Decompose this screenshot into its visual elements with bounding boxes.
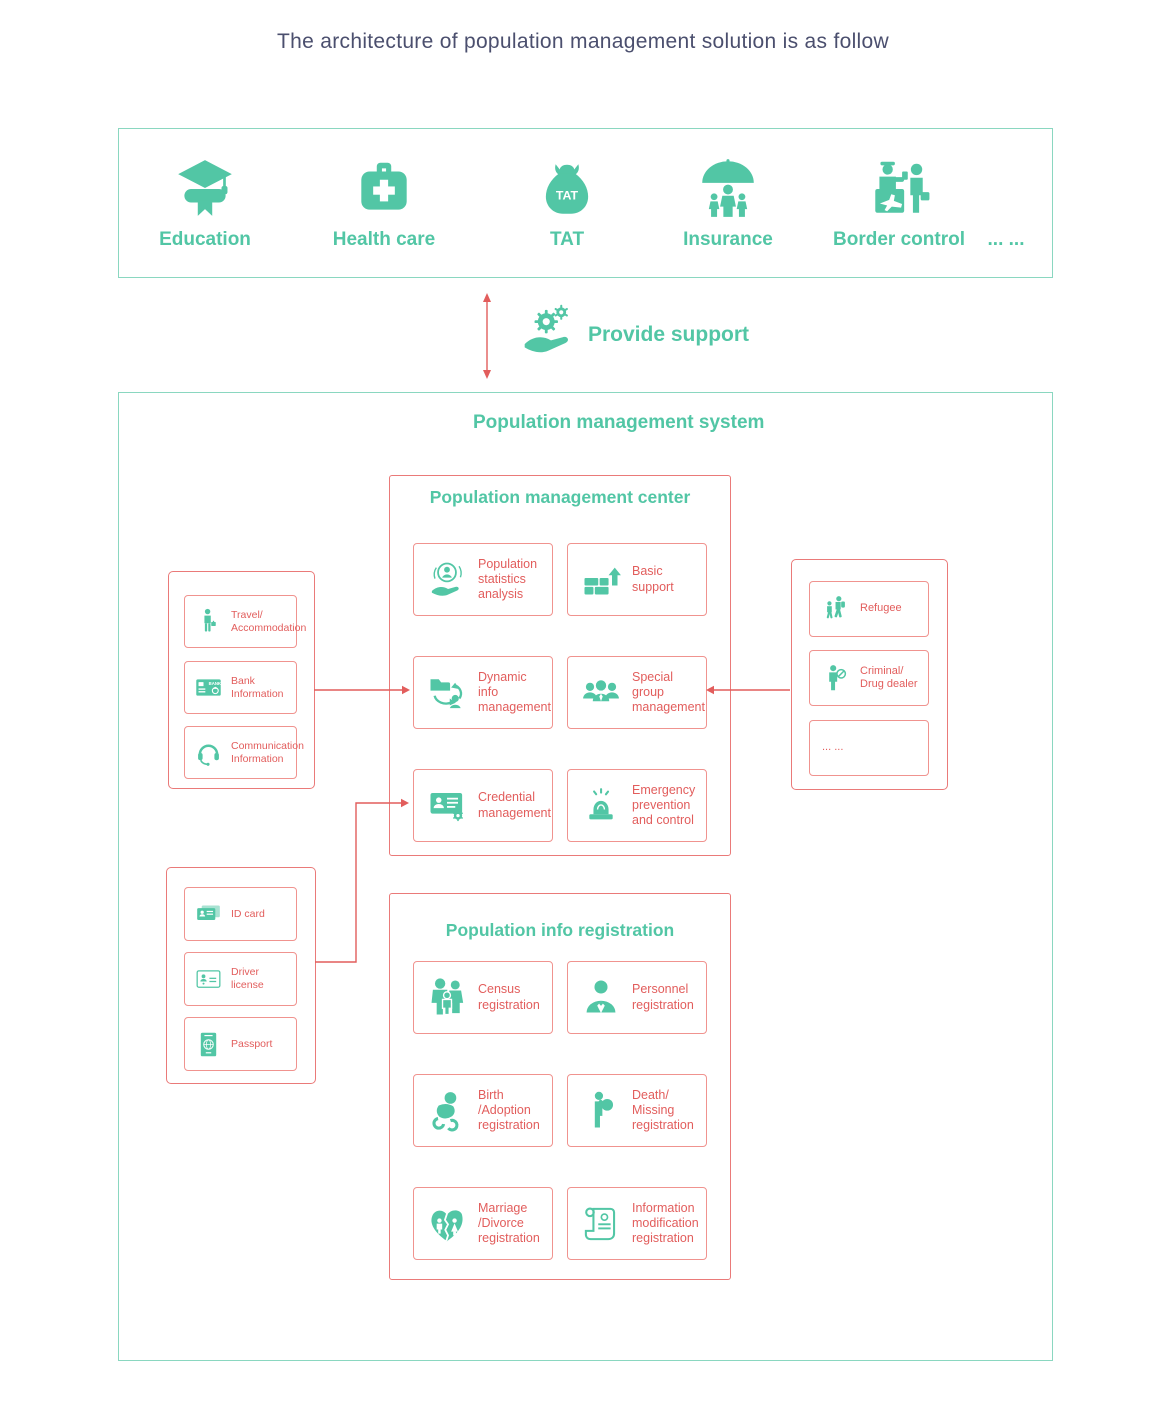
registration-item-label: Death/ Missing registration — [632, 1087, 694, 1133]
sector-label: Health care — [332, 229, 436, 250]
sector-label: Education — [159, 229, 251, 250]
special-group-criminal: Criminal/ Drug dealer — [809, 650, 929, 706]
registration-item-label: Information modification registration — [632, 1200, 699, 1246]
credential-label: ID card — [231, 907, 265, 920]
birth-icon — [424, 1089, 469, 1133]
census-icon — [424, 976, 469, 1020]
dynamic-info-icon — [424, 671, 469, 715]
special-group-refugee: Refugee — [809, 581, 929, 637]
registration-title: Population info registration — [445, 920, 675, 940]
center-item-emergency: Emergency prevention and control — [567, 769, 707, 842]
management-center-box: Population management center Population … — [389, 475, 731, 856]
center-item-label: Credential management — [478, 790, 551, 820]
travel-icon — [193, 607, 223, 636]
center-item-label: Special group management — [632, 669, 705, 715]
sector-label: Insurance — [683, 229, 773, 250]
education-icon — [172, 147, 238, 221]
info-source-travel: Travel/ Accommodation — [184, 595, 306, 648]
credential-id-card: ID card — [184, 887, 297, 941]
management-center-title: Population management center — [429, 487, 691, 507]
population-statistics-icon — [424, 558, 469, 602]
center-item-label: Basic support — [632, 564, 674, 594]
registration-item-label: Personnel registration — [632, 982, 694, 1012]
sector-label: TAT — [549, 229, 585, 250]
info-source-label: Communication Information — [231, 739, 304, 765]
registration-item-birth: Birth /Adoption registration — [413, 1074, 553, 1147]
special-group-icon — [578, 671, 623, 715]
system-title: Population management system — [473, 412, 765, 433]
credential-label: Passport — [231, 1037, 273, 1050]
page-title: The architecture of population managemen… — [277, 30, 889, 53]
sector-tat: TAT TAT — [497, 147, 637, 251]
registration-item-label: Birth /Adoption registration — [478, 1087, 540, 1133]
provide-support-label: Provide support — [588, 323, 750, 346]
marriage-divorce-icon — [424, 1202, 469, 1246]
gear-hand-icon — [520, 300, 580, 362]
registration-item-label: Marriage /Divorce registration — [478, 1200, 540, 1246]
refugee-icon — [820, 594, 851, 624]
sector-education: Education — [135, 147, 275, 251]
center-item-population-statistics: Population statistics analysis — [413, 543, 553, 616]
center-item-dynamic-info: Dynamic info management — [413, 656, 553, 729]
communication-icon — [193, 738, 223, 767]
id-card-icon — [193, 900, 223, 929]
special-groups-group: Refugee Criminal/ Drug dealer ... ... — [791, 559, 948, 790]
center-item-special-group: Special group management — [567, 656, 707, 729]
system-box: Population management system Population … — [118, 392, 1053, 1361]
emergency-icon — [578, 784, 623, 828]
tat-bag-text: TAT — [556, 188, 579, 202]
center-item-basic-support: Basic support — [567, 543, 707, 616]
border-control-icon — [866, 147, 932, 221]
registration-item-personnel: Personnel registration — [567, 961, 707, 1034]
sector-label: Border control — [833, 229, 965, 250]
driver-license-icon — [193, 965, 223, 994]
credential-icon — [424, 784, 469, 828]
center-item-label: Population statistics analysis — [478, 556, 538, 602]
info-source-bank: BANK Bank Information — [184, 661, 297, 714]
info-modification-icon — [578, 1202, 623, 1246]
registration-item-death-missing: Death/ Missing registration — [567, 1074, 707, 1147]
registration-box: Population info registration Census regi… — [389, 893, 731, 1280]
sector-health-care: Health care — [314, 147, 454, 251]
center-item-label: Emergency prevention and control — [632, 782, 696, 828]
sector-border-control: Border control — [809, 147, 989, 251]
sector-more: ... ... — [961, 147, 1051, 251]
credential-driver-license: Driver license — [184, 952, 297, 1006]
sector-insurance: Insurance — [658, 147, 798, 251]
tat-icon: TAT — [534, 147, 600, 221]
registration-item-label: Census registration — [478, 982, 540, 1012]
registration-item-marriage: Marriage /Divorce registration — [413, 1187, 553, 1260]
basic-support-icon — [578, 558, 623, 602]
special-group-label: ... ... — [822, 741, 844, 754]
info-source-label: Bank Information — [231, 674, 284, 700]
insurance-icon — [695, 147, 761, 221]
bank-card-text: BANK — [208, 681, 221, 686]
criminal-icon — [820, 663, 851, 693]
info-sources-group: Travel/ Accommodation BANK Bank Informat… — [168, 571, 315, 789]
info-source-communication: Communication Information — [184, 726, 304, 779]
sector-label: ... ... — [987, 229, 1025, 250]
center-item-label: Dynamic info management — [478, 669, 551, 715]
health-care-icon — [351, 147, 417, 221]
center-item-credential: Credential management — [413, 769, 553, 842]
sectors-box: Education Health care TAT — [118, 128, 1053, 278]
death-missing-icon — [578, 1089, 623, 1133]
registration-item-census: Census registration — [413, 961, 553, 1034]
registration-item-info-modification: Information modification registration — [567, 1187, 707, 1260]
credential-label: Driver license — [231, 966, 264, 991]
passport-icon — [193, 1030, 223, 1059]
special-group-label: Refugee — [860, 602, 902, 615]
bank-icon: BANK — [193, 673, 223, 702]
special-group-label: Criminal/ Drug dealer — [860, 664, 918, 690]
special-group-more: ... ... — [809, 720, 929, 776]
credentials-group: ID card Driver license — [166, 867, 316, 1084]
info-source-label: Travel/ Accommodation — [231, 608, 307, 634]
credential-passport: Passport — [184, 1017, 297, 1071]
personnel-icon — [578, 976, 623, 1020]
